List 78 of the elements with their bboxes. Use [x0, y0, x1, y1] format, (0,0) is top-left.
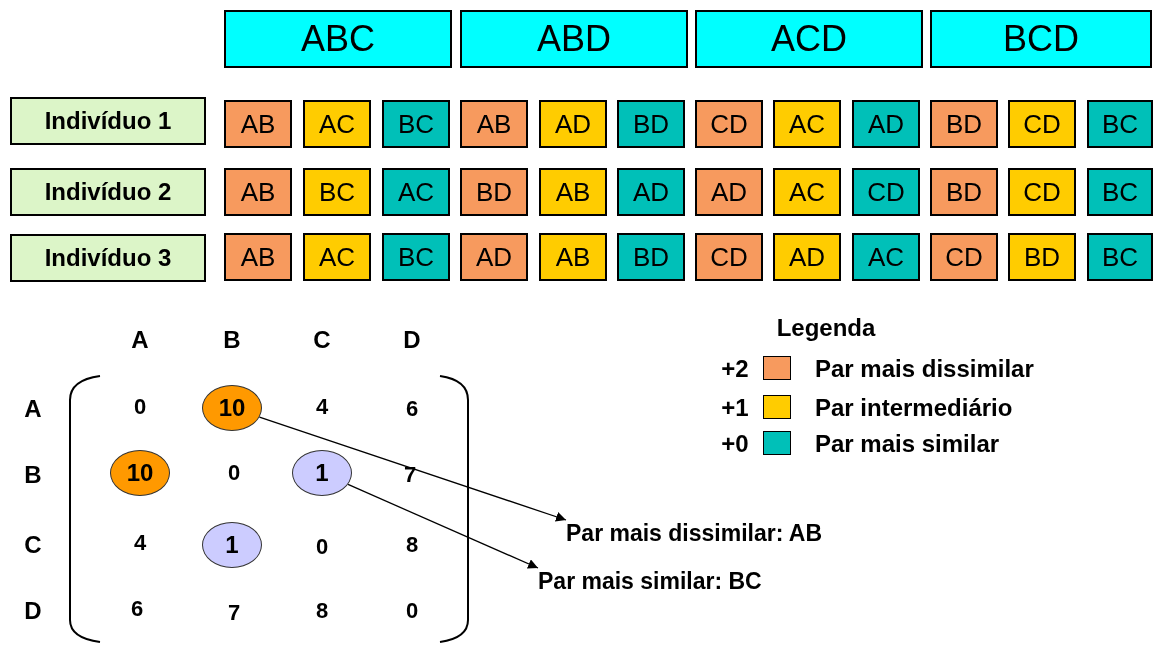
pair-box: BD [617, 233, 685, 281]
matrix-value: 7 [403, 462, 417, 488]
score-label: +1 [721, 394, 749, 422]
pair-box: BD [1008, 233, 1076, 281]
pair-box: AC [773, 168, 841, 216]
matrix-header: C [24, 531, 42, 559]
pair-box: AD [773, 233, 841, 281]
matrix-value: 4 [133, 530, 147, 556]
pair-box: BC [1087, 100, 1153, 148]
triplet-header: ABC [224, 10, 452, 68]
pair-box: AD [852, 100, 920, 148]
matrix-header: D [24, 597, 42, 625]
matrix-value: 7 [227, 600, 241, 626]
score-label: +0 [721, 430, 749, 458]
matrix-value: 8 [405, 532, 419, 558]
pair-box: AC [852, 233, 920, 281]
pair-box: AD [539, 100, 607, 148]
pair-box: BC [382, 100, 450, 148]
result-label: Par mais dissimilar: AB [566, 518, 906, 548]
pair-box: CD [1008, 100, 1076, 148]
pair-box: CD [695, 100, 763, 148]
matrix-value: 6 [405, 396, 419, 422]
matrix-header: C [313, 326, 331, 354]
highlight-ellipse: 1 [202, 522, 262, 568]
matrix-header: D [403, 326, 421, 354]
pair-box: AB [224, 100, 292, 148]
matrix-value: 0 [405, 598, 419, 624]
matrix-value: 6 [130, 596, 144, 622]
pair-box: AC [773, 100, 841, 148]
legend-title: Legenda [776, 314, 876, 342]
pair-box: BC [382, 233, 450, 281]
highlight-ellipse: 10 [110, 450, 170, 496]
pair-box: CD [852, 168, 920, 216]
pair-box: AB [460, 100, 528, 148]
pair-box: AB [539, 168, 607, 216]
pair-box: AB [224, 233, 292, 281]
pair-box: BC [303, 168, 371, 216]
matrix-header: A [131, 326, 149, 354]
matrix-value: 8 [315, 598, 329, 624]
highlight-ellipse: 1 [292, 450, 352, 496]
pair-box: CD [1008, 168, 1076, 216]
pair-box: BD [460, 168, 528, 216]
matrix-value: 0 [133, 394, 147, 420]
pair-box: AC [303, 233, 371, 281]
pair-box: AC [303, 100, 371, 148]
legend-text: Par intermediário [815, 394, 1013, 422]
pair-box: AD [460, 233, 528, 281]
arrow [258, 416, 567, 522]
legend-text: Par mais similar [815, 430, 1000, 458]
triplet-header: BCD [930, 10, 1152, 68]
arrow [347, 483, 539, 569]
result-label: Par mais similar: BC [538, 566, 834, 596]
pair-box: AB [539, 233, 607, 281]
matrix-header: B [24, 461, 42, 489]
score-label: +2 [721, 355, 749, 383]
pair-box: BD [617, 100, 685, 148]
matrix-value: 4 [315, 394, 329, 420]
matrix-header: A [24, 395, 42, 423]
matrix-header: B [223, 326, 241, 354]
pair-box: BD [930, 100, 998, 148]
pair-box: AB [224, 168, 292, 216]
pair-box: BC [1087, 168, 1153, 216]
individual-label: Indivíduo 1 [10, 97, 206, 145]
pair-box: CD [930, 233, 998, 281]
pair-box: CD [695, 233, 763, 281]
individual-label: Indivíduo 3 [10, 234, 206, 282]
pair-box: AD [695, 168, 763, 216]
pair-box: BC [1087, 233, 1153, 281]
triplet-header: ACD [695, 10, 923, 68]
triplet-header: ABD [460, 10, 688, 68]
legend-text: Par mais dissimilar [815, 355, 1034, 383]
highlight-ellipse: 10 [202, 385, 262, 431]
pair-box: AC [382, 168, 450, 216]
pair-box: AD [617, 168, 685, 216]
pair-box: BD [930, 168, 998, 216]
matrix-value: 0 [315, 534, 329, 560]
individual-label: Indivíduo 2 [10, 168, 206, 216]
matrix-value: 0 [227, 460, 241, 486]
